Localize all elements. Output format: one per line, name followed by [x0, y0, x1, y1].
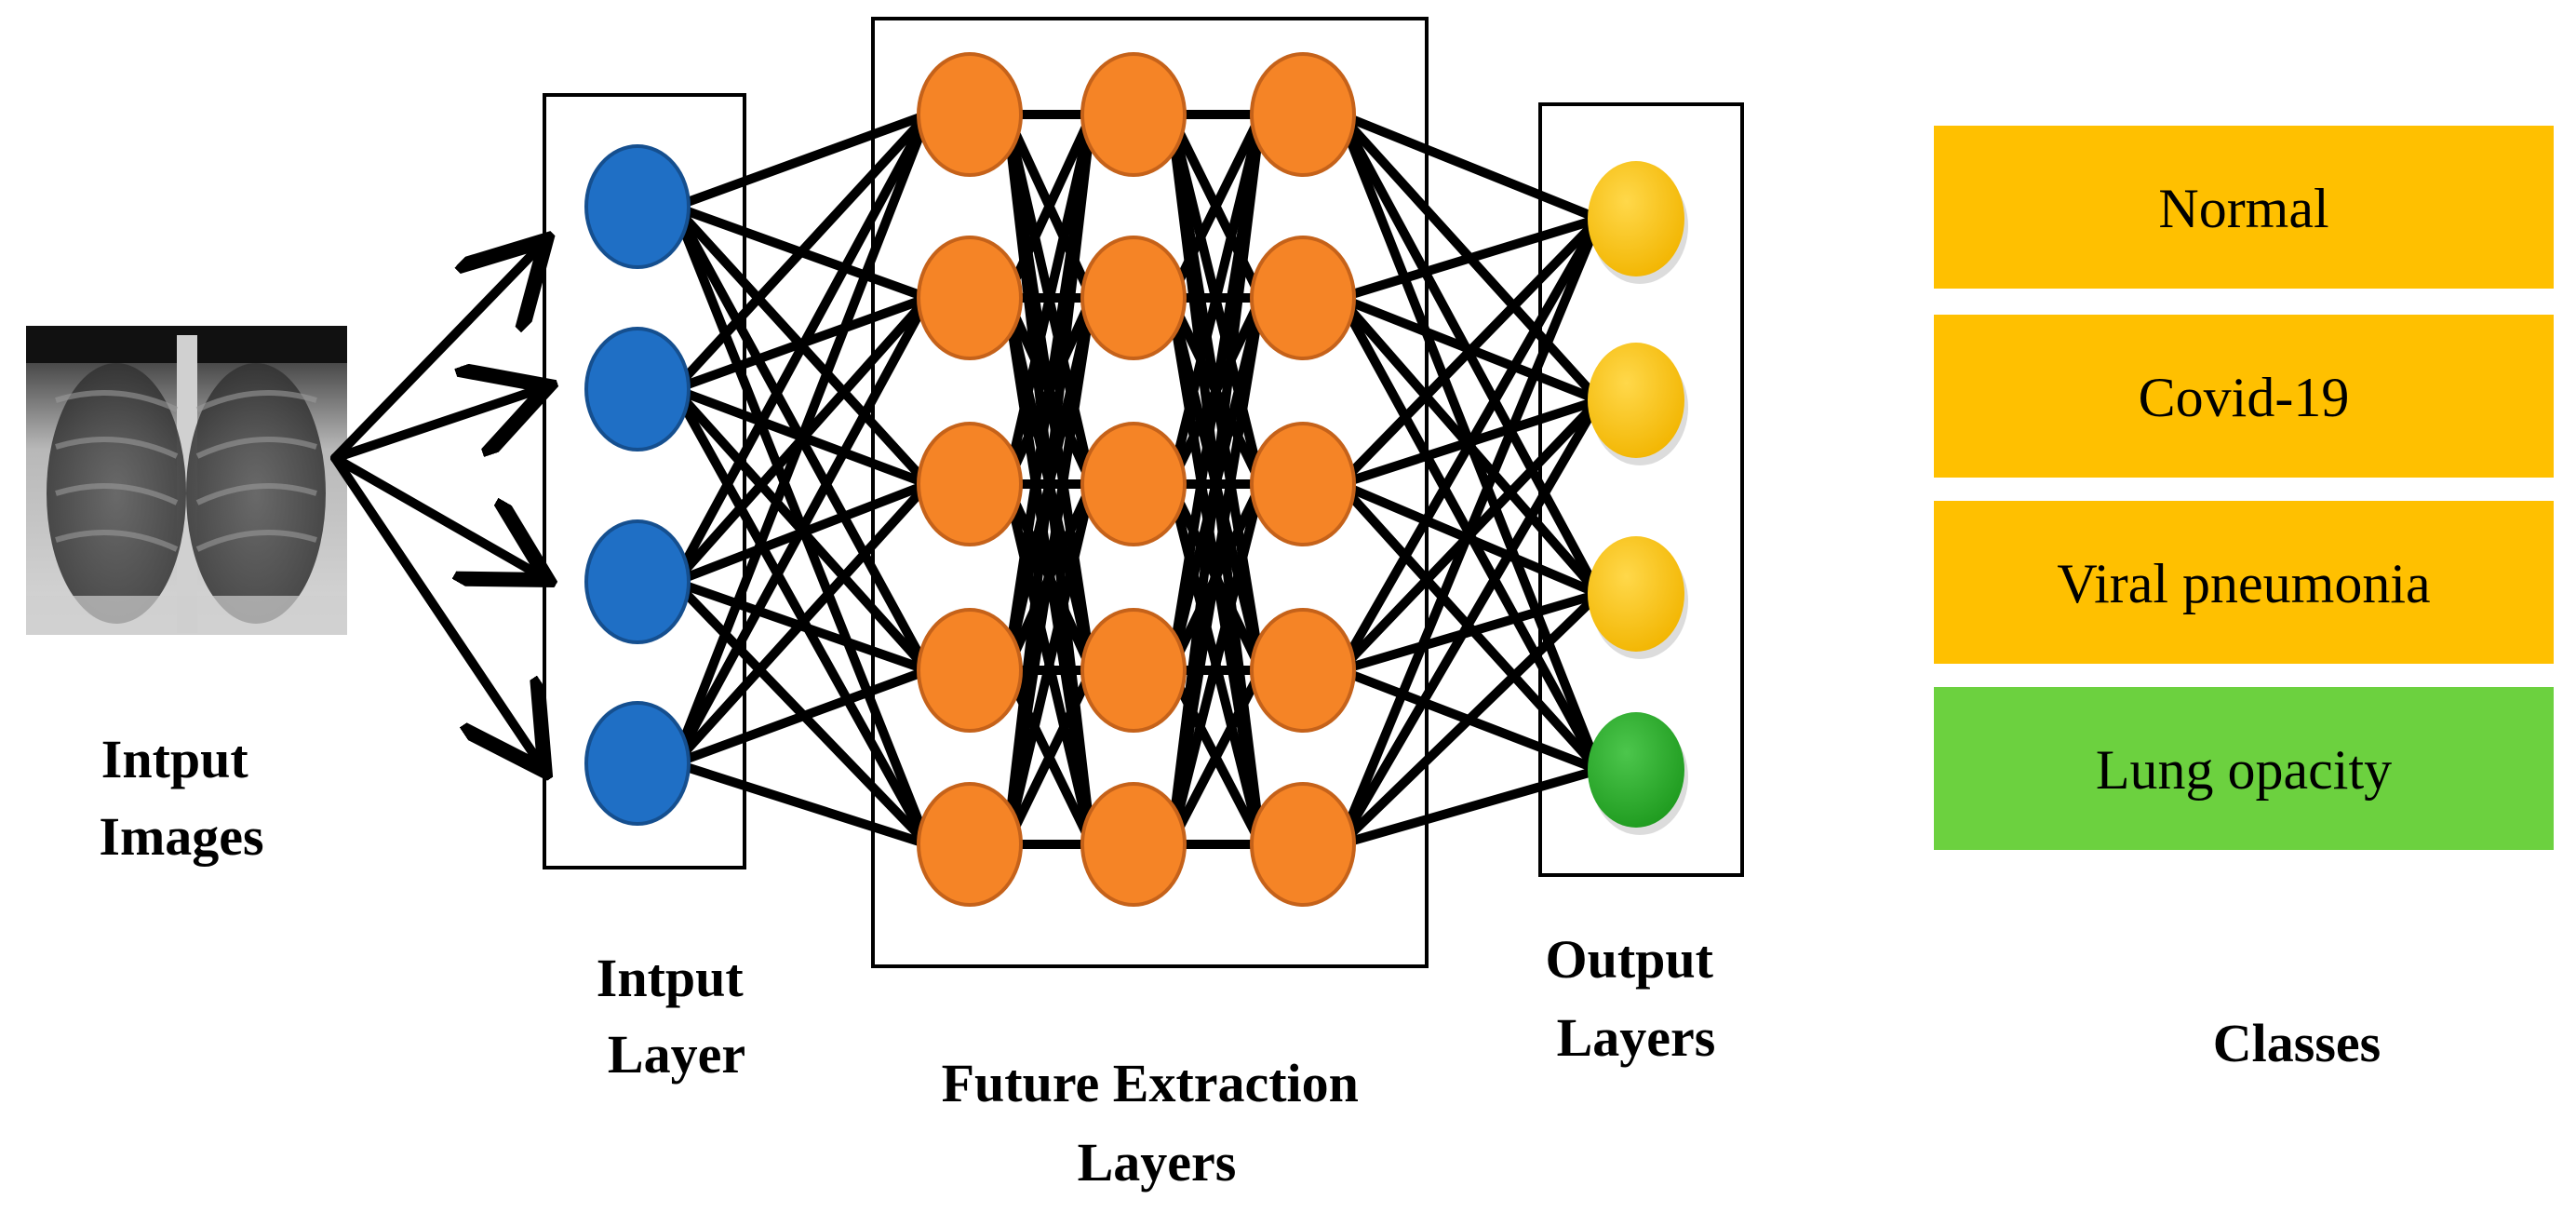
feature-node [1080, 608, 1187, 733]
input-arrow [330, 453, 540, 763]
feature-node [917, 782, 1023, 907]
feature-node [917, 236, 1023, 360]
feature-node [917, 52, 1023, 177]
class-label: Viral pneumonia [2057, 553, 2430, 614]
edge [1166, 110, 1266, 303]
class-box-fill [1934, 687, 2554, 850]
xray-image [26, 326, 347, 635]
edge [1166, 293, 1266, 849]
output-layers-label: Output Layers [1545, 929, 1726, 1068]
input-layer-frame [543, 93, 746, 869]
network-nodes [584, 52, 1688, 907]
edge [1002, 666, 1096, 849]
output-node [1588, 343, 1684, 458]
edge [1335, 589, 1603, 849]
edge [1166, 110, 1266, 849]
edge [1335, 214, 1603, 303]
edge [1002, 110, 1096, 303]
input-arrow [330, 389, 540, 463]
input-arrows [330, 247, 540, 763]
feature-node [1080, 236, 1187, 360]
input-node [584, 519, 691, 644]
feature-node [1250, 422, 1356, 546]
feature-node [1250, 236, 1356, 360]
edge [1335, 110, 1603, 223]
edge [670, 110, 932, 394]
feature-layers-label: Future Extraction Layers [942, 1053, 1373, 1193]
class-box: Normal [1934, 126, 2554, 289]
edge [1002, 110, 1096, 849]
edge [1002, 110, 1096, 489]
class-label: Lung opacity [2096, 739, 2392, 801]
output-node [1588, 161, 1684, 276]
edge [1002, 479, 1096, 849]
edge [1335, 589, 1603, 675]
class-label: Normal [2158, 178, 2328, 239]
input-node [584, 701, 691, 826]
edge [670, 384, 932, 849]
edge [1335, 214, 1603, 849]
input-arrow [330, 247, 540, 463]
edge [670, 110, 932, 768]
classes-label: Classes [2213, 1013, 2381, 1073]
edge [1166, 666, 1266, 849]
class-box-fill [1934, 315, 2554, 478]
output-node [1588, 712, 1684, 828]
edge [1166, 479, 1266, 849]
feature-node [1080, 782, 1187, 907]
input-node [584, 327, 691, 452]
input-images-label: Intput Images [99, 729, 263, 867]
edge [1002, 293, 1096, 849]
edge [670, 759, 932, 849]
feature-layers-frame [871, 17, 1429, 968]
input-node [584, 144, 691, 269]
edge [1335, 396, 1603, 849]
edge [670, 666, 932, 768]
output-node [1588, 536, 1684, 652]
feature-node [1250, 52, 1356, 177]
feature-node [917, 422, 1023, 546]
class-box: Viral pneumonia [1934, 501, 2554, 664]
network-edges [670, 110, 1603, 849]
feature-node [1080, 422, 1187, 546]
class-box: Lung opacity [1934, 687, 2554, 850]
edge [670, 293, 932, 768]
edge [1335, 765, 1603, 849]
feature-node [1250, 608, 1356, 733]
class-box: Covid-19 [1934, 315, 2554, 478]
feature-node [1250, 782, 1356, 907]
edge [1335, 214, 1603, 675]
class-box-fill [1934, 126, 2554, 289]
edge [1166, 110, 1266, 489]
edge [670, 479, 932, 768]
edge [670, 110, 932, 586]
feature-node [917, 608, 1023, 733]
input-layer-label: Intput Layer [597, 948, 757, 1085]
class-label: Covid-19 [2139, 367, 2350, 428]
edge [670, 110, 932, 211]
class-box-fill [1934, 501, 2554, 664]
edge [1335, 214, 1603, 489]
input-arrow [330, 453, 540, 575]
feature-node [1080, 52, 1187, 177]
